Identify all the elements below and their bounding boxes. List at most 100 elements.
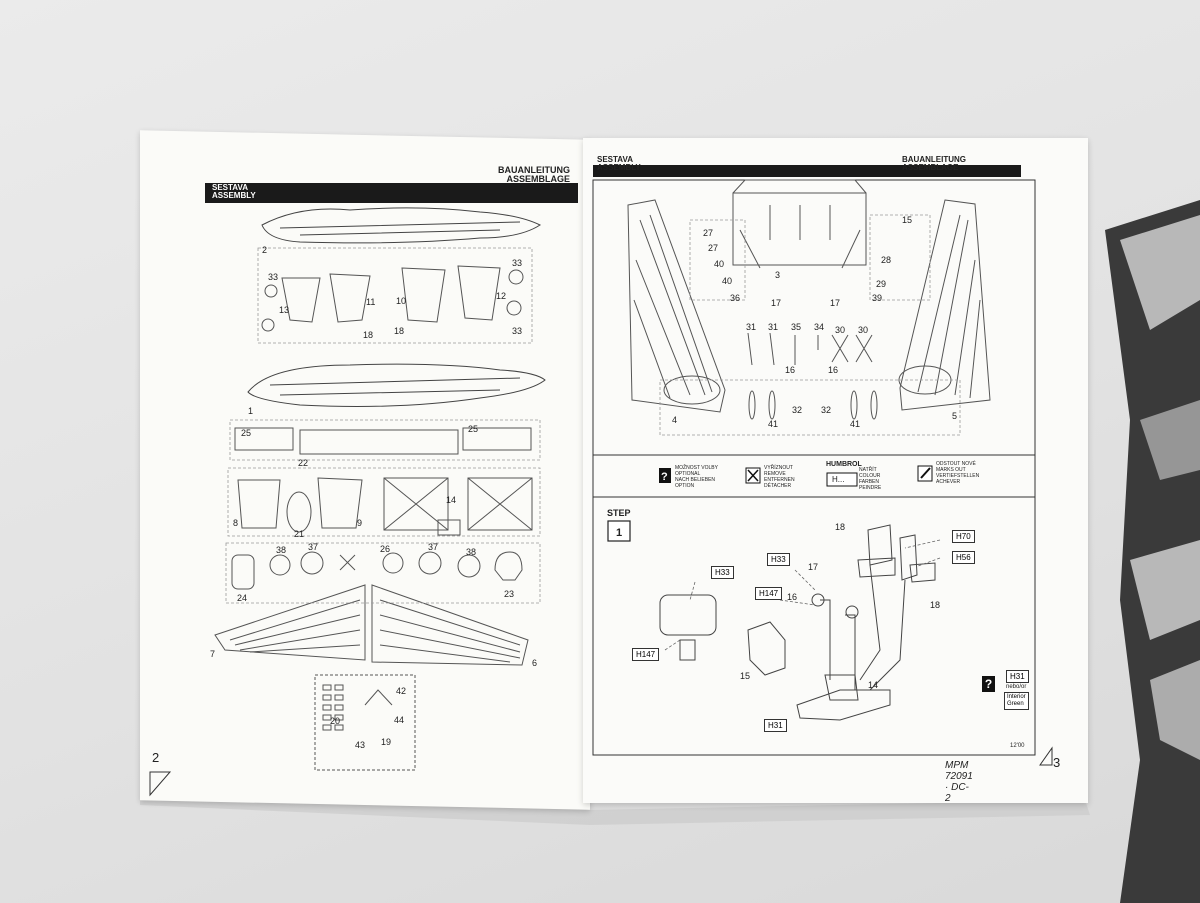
part-label: 6 bbox=[532, 658, 538, 668]
part-label: 18 bbox=[394, 326, 405, 336]
legend-colour-text: NATŘÍT COLOUR FARBEN PEINDRE bbox=[859, 467, 882, 491]
part-label: 3 bbox=[775, 270, 781, 280]
part-label: 9 bbox=[357, 518, 363, 528]
part-label: 17 bbox=[771, 298, 782, 308]
part-label: 17 bbox=[808, 562, 819, 572]
left-header-assembly bbox=[205, 183, 578, 203]
part-label: 5 bbox=[952, 411, 958, 421]
part-label: 17 bbox=[830, 298, 841, 308]
callout-h147-2: H147 bbox=[632, 648, 660, 661]
part-label: 37 bbox=[308, 542, 319, 552]
part-label: 34 bbox=[814, 322, 825, 332]
part-label: 36 bbox=[730, 293, 741, 303]
part-label: 11 bbox=[366, 297, 376, 307]
part-label: 26 bbox=[380, 544, 391, 554]
wing-right-5 bbox=[898, 199, 991, 411]
part-label: 15 bbox=[740, 671, 751, 681]
part-label: 21 bbox=[294, 529, 305, 539]
left-dashed-frames bbox=[225, 247, 541, 604]
part-label: 31 bbox=[746, 322, 757, 332]
right-header-bau-text: BAUANLEITUNG ASSEMBLAGE bbox=[902, 155, 966, 172]
legend-optional-text: MOŽNOST VOLBY OPTIONAL NACH BELIEBEN OPT… bbox=[675, 465, 718, 489]
detail-parts bbox=[231, 551, 523, 590]
part-label: 37 bbox=[428, 542, 439, 552]
date-code: 12'00 bbox=[1010, 743, 1025, 749]
paint-icon bbox=[826, 472, 858, 487]
main-wing bbox=[214, 584, 529, 666]
part-label: 33 bbox=[268, 272, 279, 282]
callout-h147: H147 bbox=[755, 587, 783, 600]
part-label: 40 bbox=[722, 276, 733, 286]
center-section-3 bbox=[732, 179, 867, 269]
legend-marks-text: ODSTOUT NOVÉ MARKS OUT VERTIEFSTELLEN AC… bbox=[936, 461, 980, 485]
part-label: 42 bbox=[396, 686, 407, 696]
step-label: STEP bbox=[607, 508, 631, 518]
part-label: 24 bbox=[237, 593, 248, 603]
part-label: 38 bbox=[276, 545, 287, 555]
part-label: 35 bbox=[791, 322, 802, 332]
part-label: 2 bbox=[262, 245, 268, 255]
part-label: 14 bbox=[868, 680, 879, 690]
floor-parts bbox=[234, 427, 532, 455]
part-label: 38 bbox=[466, 547, 477, 557]
part-label: 22 bbox=[298, 458, 309, 468]
part-label: 41 bbox=[850, 419, 861, 429]
paint-code: H... bbox=[832, 475, 845, 484]
left-header-assembly-text: SESTAVA ASSEMBLY bbox=[212, 183, 256, 200]
callout-h56: H56 bbox=[952, 551, 975, 564]
plastic-bag bbox=[1105, 200, 1200, 903]
note-optional-icon: ? bbox=[982, 676, 995, 692]
part-label: 39 bbox=[872, 293, 883, 303]
left-page-drawings bbox=[149, 207, 546, 797]
part-label: 13 bbox=[279, 305, 290, 315]
part-label: 31 bbox=[768, 322, 779, 332]
part-label: 10 bbox=[396, 296, 407, 306]
part-label: 41 bbox=[768, 419, 779, 429]
part-label: 8 bbox=[233, 518, 239, 528]
part-label: 23 bbox=[504, 589, 515, 599]
part-label: 27 bbox=[708, 243, 719, 253]
part-label: 32 bbox=[792, 405, 803, 415]
part-label: 30 bbox=[858, 325, 869, 335]
left-header-bau-text: BAUANLEITUNG ASSEMBLAGE bbox=[498, 165, 570, 184]
part-label: 4 bbox=[672, 415, 678, 425]
footer-model: MPM 72091 · DC-2 bbox=[945, 760, 973, 804]
callout-h70: H70 bbox=[952, 530, 975, 543]
gear-parts bbox=[747, 332, 878, 420]
part-label: 44 bbox=[394, 715, 405, 725]
part-label: 12 bbox=[496, 291, 507, 301]
part-label: 14 bbox=[446, 495, 457, 505]
part-label: 25 bbox=[241, 428, 252, 438]
nacelle-parts-row bbox=[261, 265, 524, 332]
part-label: 18 bbox=[930, 600, 941, 610]
left-page-number: 2 bbox=[152, 750, 160, 765]
wing-left-4 bbox=[627, 199, 726, 413]
part-label: 25 bbox=[468, 424, 479, 434]
cockpit-assembly bbox=[659, 524, 936, 721]
callout-h33-2: H33 bbox=[711, 566, 734, 579]
callout-h33: H33 bbox=[767, 553, 790, 566]
part-label: 1 bbox=[248, 406, 254, 416]
part-label: 29 bbox=[876, 279, 887, 289]
part-label: 16 bbox=[787, 592, 798, 602]
part-label: 27 bbox=[703, 228, 714, 238]
part-label: 30 bbox=[835, 325, 846, 335]
part-label: 18 bbox=[835, 522, 846, 532]
part-label: 32 bbox=[821, 405, 832, 415]
part-label: 15 bbox=[902, 215, 913, 225]
part-label: 16 bbox=[785, 365, 796, 375]
fuselage-half-2 bbox=[261, 207, 542, 244]
optional-icon bbox=[659, 468, 671, 483]
fuselage-half-1 bbox=[247, 363, 546, 407]
callout-h31-2: H31 bbox=[1006, 670, 1029, 683]
right-dashed-frames bbox=[659, 214, 961, 436]
right-page-drawings: ? bbox=[592, 179, 1053, 766]
decal-block bbox=[314, 674, 416, 771]
part-label: 7 bbox=[210, 649, 216, 659]
note-or-label: nebo/or bbox=[1006, 684, 1027, 690]
part-label: 18 bbox=[363, 330, 374, 340]
step-number: 1 bbox=[616, 527, 623, 539]
note-color-box: Interior Green bbox=[1004, 692, 1029, 710]
svg-text:?: ? bbox=[661, 471, 668, 483]
